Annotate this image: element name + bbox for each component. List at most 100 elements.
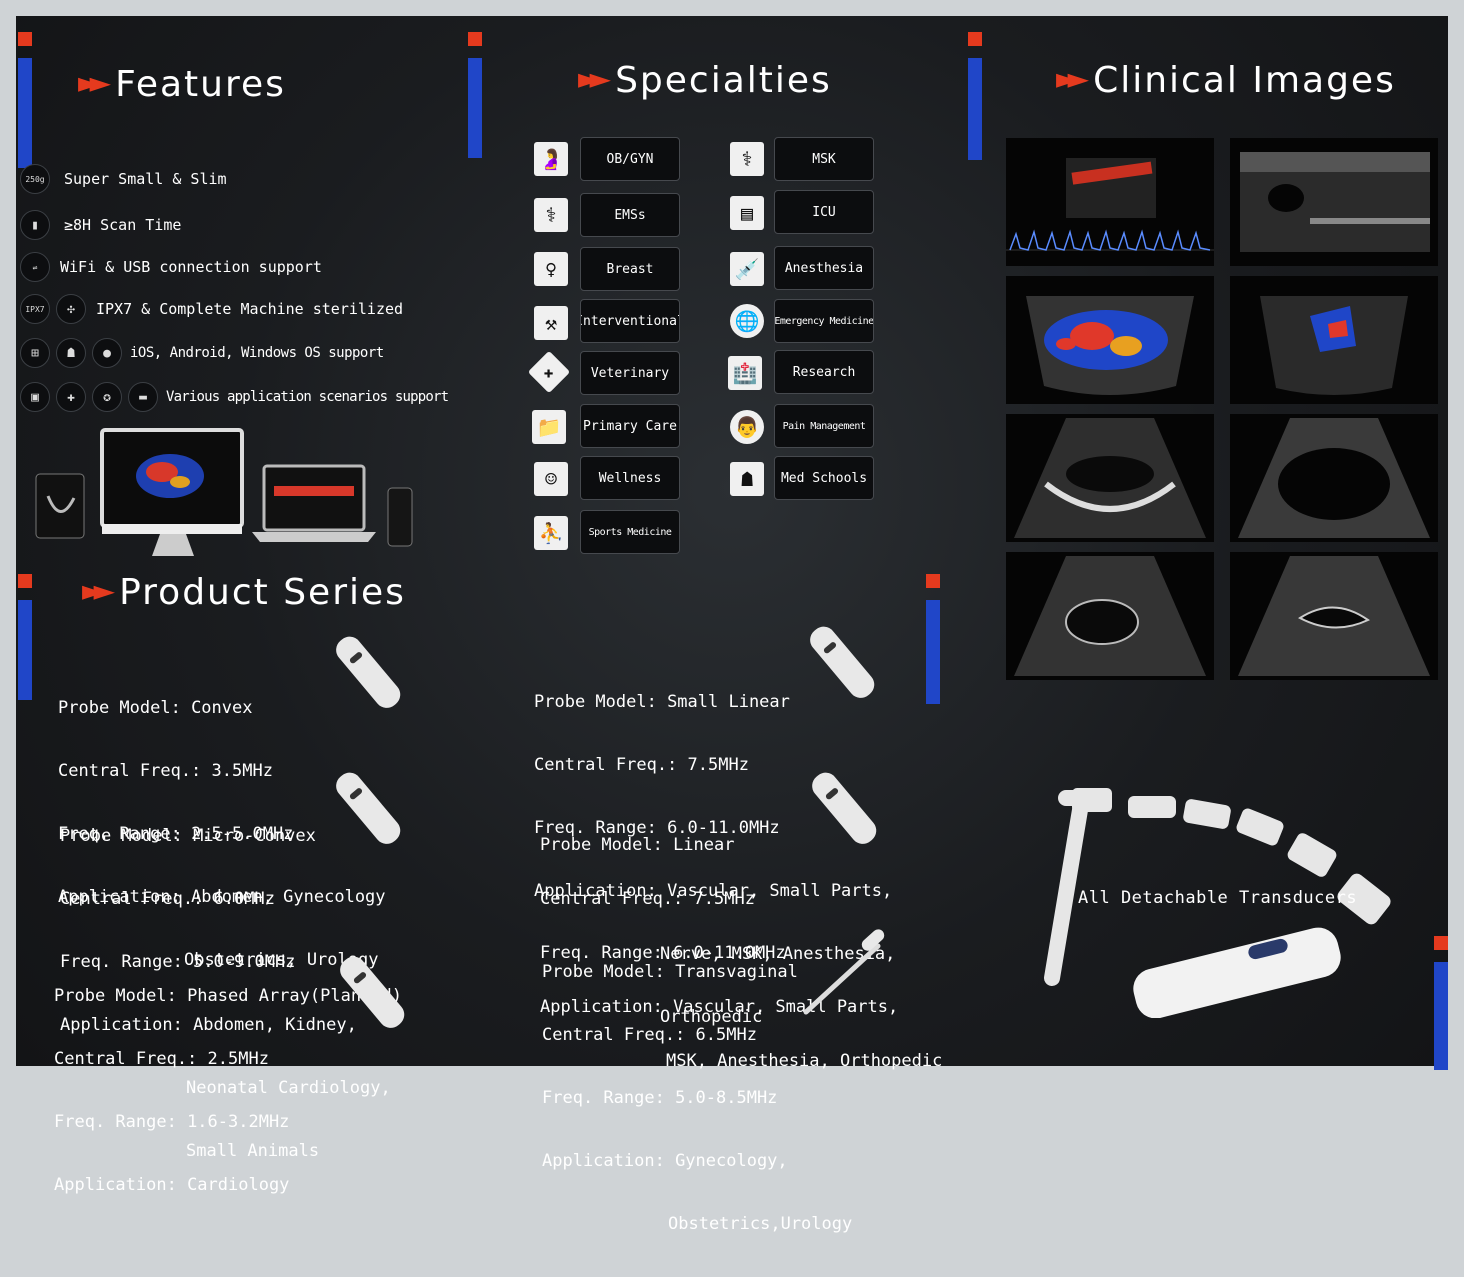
specialty-button-med-schools[interactable]: Med Schools (774, 456, 874, 500)
double-arrow-icon: ►► (1056, 62, 1089, 95)
specialty-button-icu[interactable]: ICU (774, 190, 874, 234)
freq-range: 5.0-8.5MHz (675, 1088, 778, 1108)
double-arrow-icon: ►► (78, 66, 111, 99)
specialty-button-veterinary[interactable]: Veterinary (580, 351, 680, 395)
specialty-button-emergency-medicine[interactable]: Emergency Medicine (774, 299, 874, 343)
battery-icon: ▮ (20, 210, 50, 240)
central-freq: 2.5MHz (207, 1049, 269, 1069)
application: Orthopedic (660, 1007, 763, 1027)
pet-clinic-icon: ✚ (527, 350, 571, 394)
application: Gynecology, (675, 1151, 788, 1171)
usb-wifi-icon: ⇌ (20, 252, 50, 282)
sports-icon: ⛹ (534, 516, 568, 550)
feature-item: ⊞ ☗ ● iOS, Android, Windows OS support (20, 338, 384, 368)
central-freq: 7.5MHz (693, 889, 755, 909)
specialty-button-wellness[interactable]: Wellness (580, 456, 680, 500)
application: Vascular, Small Parts, (673, 997, 899, 1017)
breast-icon: ♀ (534, 252, 568, 286)
specialties-heading: ►►Specialties (578, 60, 832, 101)
sterilize-icon: ✣ (56, 294, 86, 324)
probe-spec-convex: Probe Model: Convex Central Freq.: 3.5MH… (58, 698, 386, 970)
phone-device (387, 487, 413, 547)
feature-text: ≥8H Scan Time (64, 216, 182, 234)
clinical-image-vessel-doppler (1230, 276, 1438, 404)
laptop-device (262, 464, 366, 532)
specialty-button-sports-medicine[interactable]: Sports Medicine (580, 510, 680, 554)
specialty-button-obgyn[interactable]: OB/GYN (580, 137, 680, 181)
clinical-image-gallbladder (1230, 552, 1438, 680)
weight-badge-icon: 250g (20, 164, 50, 194)
clinical-image-doppler-spectral (1006, 138, 1214, 266)
bus-icon: ▣ (20, 382, 50, 412)
specialty-button-breast[interactable]: Breast (580, 247, 680, 291)
transvaginal-probe-image (803, 929, 885, 1015)
android-icon: ☗ (56, 338, 86, 368)
anesthesia-icon: 💉 (730, 252, 764, 286)
application: Abdomen, Kidney, (193, 1015, 357, 1035)
probe-model: Micro-Convex (193, 826, 316, 846)
freq-range: 2.5-5.0MHz (191, 824, 294, 844)
skeleton-icon: ☗ (730, 462, 764, 496)
globe-icon: 🌐 (730, 304, 764, 338)
feature-item: ⇌ WiFi & USB connection support (20, 252, 322, 282)
clinical-image-renal-doppler (1006, 276, 1214, 404)
specialty-button-interventional[interactable]: Interventional (580, 299, 680, 343)
application: MSK, Anesthesia, Orthopedic (666, 1051, 943, 1071)
probe-model: Small Linear (667, 692, 790, 712)
clinical-images-heading: ►►Clinical Images (1056, 60, 1396, 101)
freq-range: 6.0-11.0MHz (667, 818, 780, 838)
icu-icon: ▤ (730, 196, 764, 230)
application: Vascular, Small Parts, (667, 881, 893, 901)
double-arrow-icon: ►► (578, 62, 611, 95)
accent-bar-product (18, 574, 32, 700)
specialty-button-primary-care[interactable]: Primary Care (580, 404, 680, 448)
tablet-device (35, 473, 85, 539)
convex-probe-image (336, 636, 401, 708)
linear-probe-image (812, 772, 877, 844)
detachable-transducers-image (1044, 788, 1391, 1018)
phased-array-probe-image (340, 956, 405, 1028)
detachable-caption: All Detachable Transducers (1078, 888, 1358, 908)
clinical-image-bladder-longitudinal (1006, 414, 1214, 542)
stretcher-icon: ⚕ (534, 198, 568, 232)
probe-model: Transvaginal (675, 962, 798, 982)
freq-range: 1.6-3.2MHz (187, 1112, 290, 1132)
feature-item: IPX7 ✣ IPX7 & Complete Machine sterilize… (20, 294, 403, 324)
accent-bar-clinical (968, 32, 982, 160)
probe-spec-linear: Probe Model: Linear Central Freq.: 7.5MH… (540, 835, 943, 1071)
accent-bar-specialties (468, 32, 482, 158)
apple-icon: ● (92, 338, 122, 368)
freq-range: 6.0-11.0MHz (673, 943, 786, 963)
central-freq: 6.5MHz (695, 1025, 757, 1045)
specialty-button-research[interactable]: Research (774, 350, 874, 394)
probe-spec-small-linear: Probe Model: Small Linear Central Freq.:… (534, 692, 896, 1027)
van-icon: ▬ (128, 382, 158, 412)
ipx7-badge-icon: IPX7 (20, 294, 50, 324)
devices-illustration (35, 428, 413, 556)
specialty-button-pain-management[interactable]: Pain Management (774, 404, 874, 448)
windows-icon: ⊞ (20, 338, 50, 368)
brochure-panel: ►►Features ►►Specialties ►►Clinical Imag… (16, 16, 1448, 1234)
micro-convex-probe-image (336, 772, 401, 844)
cross-icon: ✚ (56, 382, 86, 412)
doctor-icon: 👨 (730, 410, 764, 444)
double-arrow-icon: ►► (82, 574, 115, 607)
application: Cardiology (187, 1175, 290, 1195)
features-heading: ►►Features (78, 64, 286, 105)
feature-item: ▮ ≥8H Scan Time (20, 210, 181, 240)
specialty-button-msk[interactable]: MSK (774, 137, 874, 181)
accent-bar-bottom (1434, 936, 1448, 1070)
medal-icon: ✪ (92, 382, 122, 412)
feature-item: 250g Super Small & Slim (20, 164, 227, 194)
feature-text: iOS, Android, Windows OS support (130, 345, 384, 361)
medical-folder-icon: 📁 (532, 410, 566, 444)
specialty-button-ems[interactable]: EMSs (580, 193, 680, 237)
specialty-button-anesthesia[interactable]: Anesthesia (774, 246, 874, 290)
feature-text: IPX7 & Complete Machine sterilized (96, 300, 404, 318)
accent-bar-features (18, 32, 32, 168)
feature-text: WiFi & USB connection support (60, 258, 322, 276)
application: Abdomen, Gynecology (191, 887, 386, 907)
central-freq: 7.5MHz (687, 755, 749, 775)
feature-item: ▣ ✚ ✪ ▬ Various application scenarios su… (20, 382, 449, 412)
wellness-icon: ☺ (534, 462, 568, 496)
